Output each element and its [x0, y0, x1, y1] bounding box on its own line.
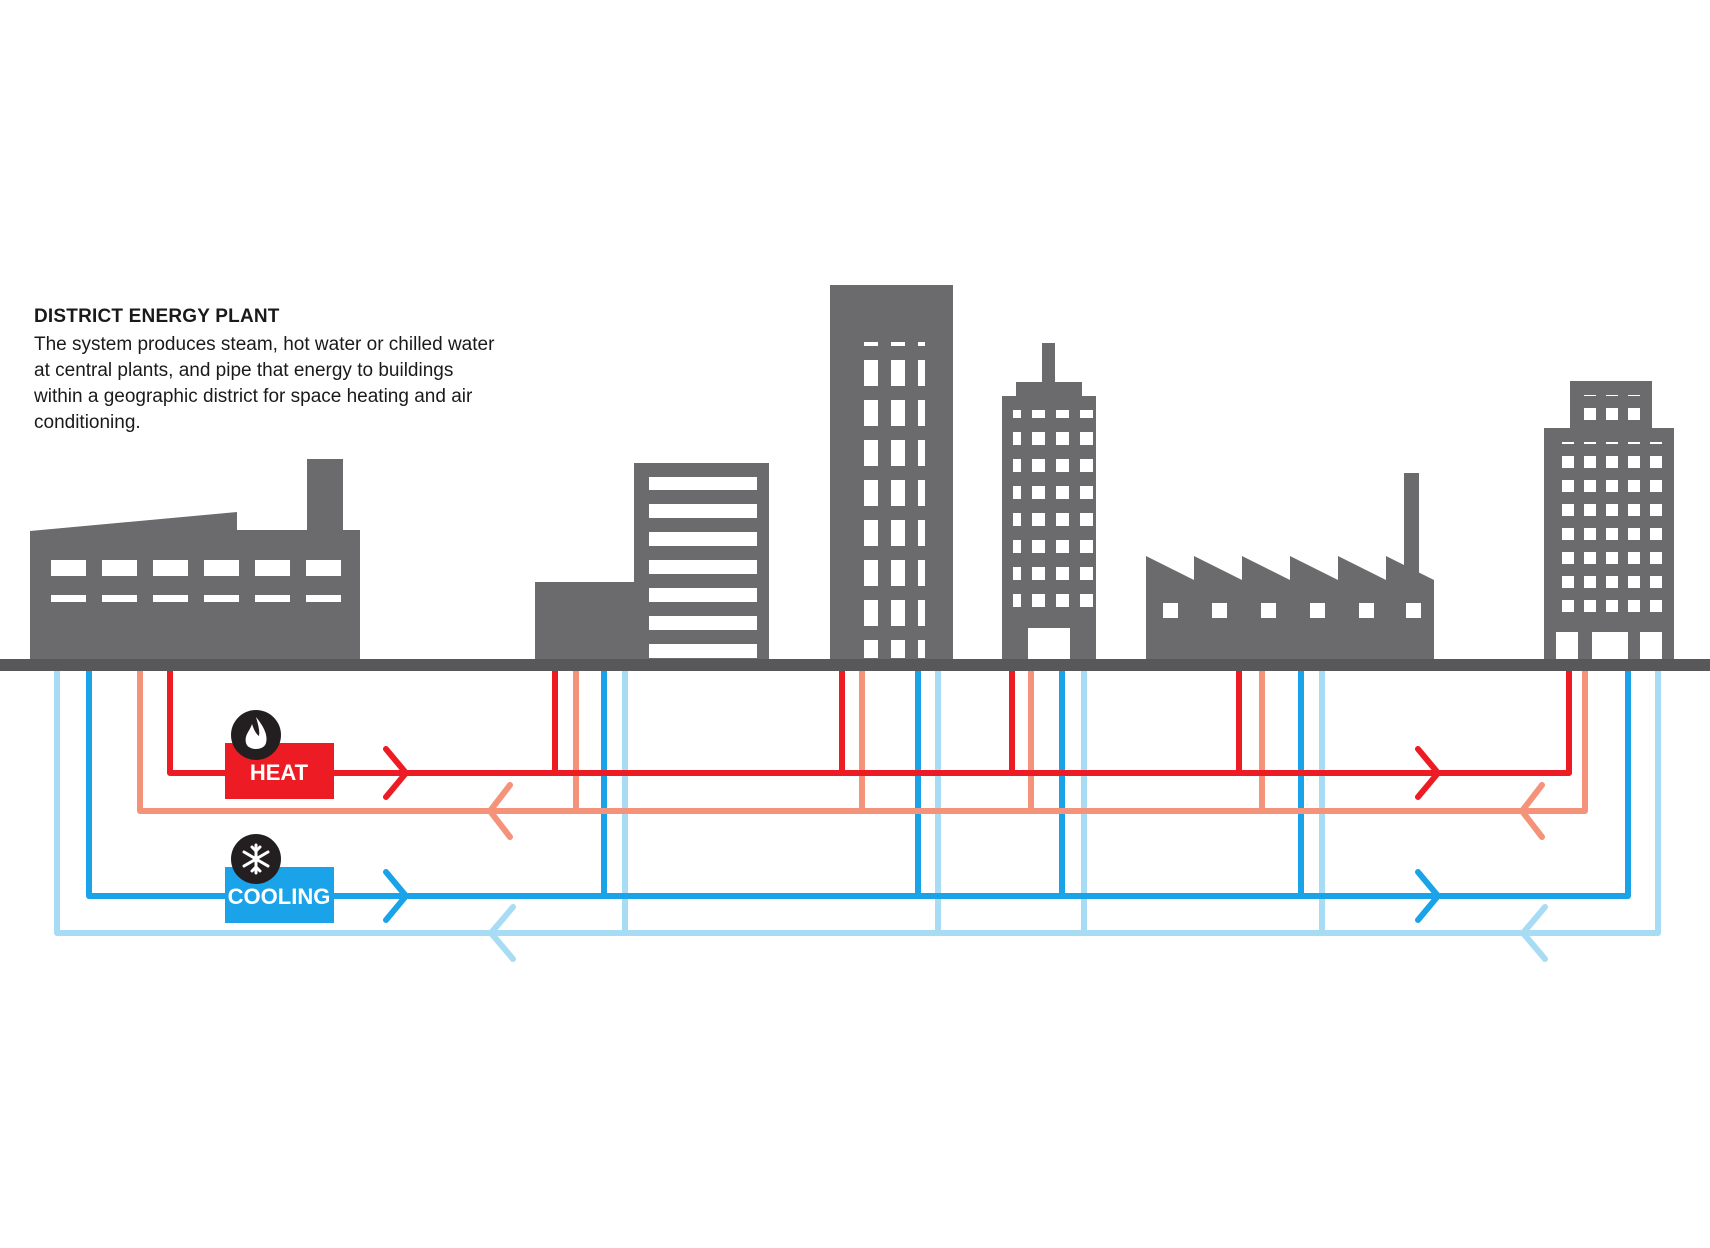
buildings-skyline: [30, 285, 1674, 662]
tall-office-tower: [830, 285, 953, 662]
flame-icon: [231, 710, 281, 760]
sawtooth-factory: [1146, 473, 1434, 662]
cooling-label-text: COOLING: [228, 884, 331, 909]
heat-label-text: HEAT: [250, 760, 309, 785]
right-office-tower: [1544, 381, 1674, 662]
chilled-water-return-pipe: [54, 667, 1661, 962]
caption-title: DISTRICT ENERGY PLANT: [34, 306, 280, 327]
chilled-water-supply-pipe: [86, 667, 1631, 923]
heat-return-pipe: [137, 667, 1588, 840]
heat-supply-pipe: [167, 667, 1572, 800]
caption-body: The system produces steam, hot water or …: [34, 334, 495, 433]
ground-line: [0, 659, 1710, 671]
spire-tower: [1002, 343, 1096, 662]
district-energy-plant-building: [30, 459, 360, 662]
snowflake-icon: [231, 834, 281, 884]
plant-caption: DISTRICT ENERGY PLANT The system produce…: [34, 306, 504, 436]
office-slab-building: [535, 463, 769, 662]
